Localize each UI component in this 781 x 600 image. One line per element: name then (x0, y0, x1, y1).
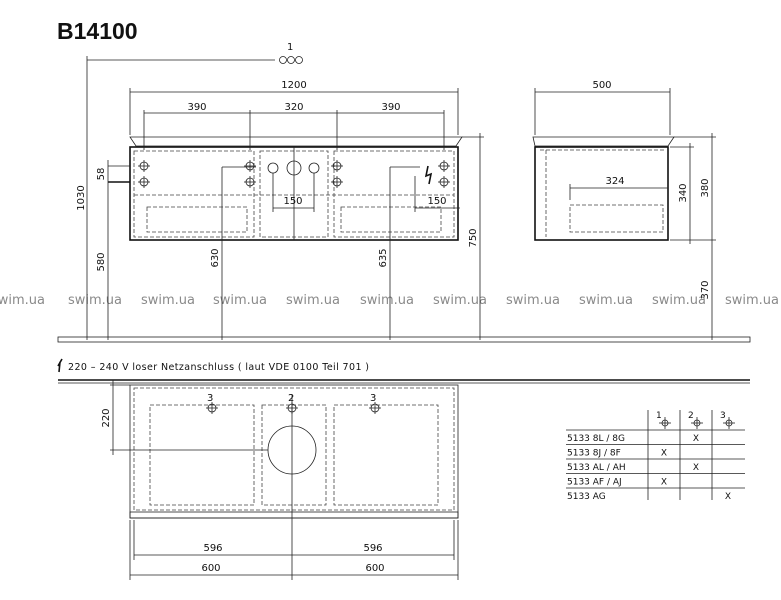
svg-text:58: 58 (96, 168, 107, 181)
table-column-header: 1 (656, 411, 662, 421)
svg-text:390: 390 (187, 102, 206, 113)
svg-text:3: 3 (370, 393, 376, 404)
watermark-text: swim.ua (286, 293, 340, 308)
svg-text:600: 600 (365, 563, 384, 574)
svg-text:320: 320 (284, 102, 303, 113)
table-row-code: 5133 AF / AJ (567, 478, 622, 488)
svg-text:580: 580 (96, 252, 107, 271)
watermark-text: swim.ua (141, 293, 195, 308)
svg-text:1200: 1200 (281, 80, 306, 91)
svg-text:2: 2 (288, 393, 294, 404)
watermark-text: swim.ua (579, 293, 633, 308)
svg-text:596: 596 (363, 543, 382, 554)
front-view: 1 1200 390 320 390 1030 58 (76, 42, 484, 340)
svg-text:220: 220 (101, 408, 112, 427)
tap-hole-left (267, 162, 279, 174)
table-row-mark: X (661, 478, 667, 488)
table-row-mark: X (693, 434, 699, 444)
svg-text:380: 380 (700, 178, 711, 197)
watermark-text: swim.ua (360, 293, 414, 308)
watermark-text: swim.ua (652, 293, 706, 308)
table-row-code: 5133 8L / 8G (567, 434, 625, 444)
svg-text:750: 750 (468, 228, 479, 247)
svg-text:370: 370 (700, 280, 711, 299)
connection-symbol-icon (691, 417, 703, 429)
lightning-icon (424, 165, 433, 185)
table-row-mark: X (693, 463, 699, 473)
svg-text:1030: 1030 (76, 185, 87, 210)
svg-text:3: 3 (207, 393, 213, 404)
side-view: 500 324 340 380 370 (532, 80, 716, 340)
watermarks: swim.ua swim.ua swim.ua swim.ua swim.ua swim.… (0, 293, 779, 308)
floor-line (57, 336, 751, 343)
table-row-code: 5133 AG (567, 492, 606, 502)
tap-hole-right (308, 162, 320, 174)
lightning-icon (57, 358, 63, 373)
countertop (129, 136, 463, 147)
svg-text:390: 390 (381, 102, 400, 113)
table-column-header: 3 (720, 411, 726, 421)
svg-text:630: 630 (210, 248, 221, 267)
table-row-mark: X (661, 449, 667, 459)
connection-symbol-icon (279, 56, 303, 64)
drawing-title: B14100 (57, 18, 138, 44)
svg-text:600: 600 (201, 563, 220, 574)
svg-text:150: 150 (283, 196, 302, 207)
plan-view: 3 2 3 220 596 596 600 600 (58, 379, 750, 580)
connection-symbol-icon (723, 417, 735, 429)
connection-symbol-icon (659, 417, 671, 429)
svg-text:340: 340 (678, 183, 689, 202)
table-column-header: 2 (688, 411, 694, 421)
svg-text:635: 635 (378, 248, 389, 267)
svg-text:596: 596 (203, 543, 222, 554)
table-row-code: 5133 AL / AH (567, 463, 626, 473)
table-row-mark: X (725, 492, 731, 502)
svg-text:150: 150 (427, 196, 446, 207)
connection-number: 1 (287, 42, 293, 53)
tap-hole-center (286, 160, 302, 176)
watermark-text: swim.ua (725, 293, 779, 308)
electrical-note: 220 – 240 V loser Netzanschluss ( laut V… (68, 362, 369, 373)
model-table: 1 2 3 5133 8L / 8G X 5133 8J / 8F X 5133 AL / A… (566, 410, 745, 502)
watermark-text: swim.ua (68, 293, 122, 308)
watermark-text: swim.ua (433, 293, 487, 308)
svg-text:500: 500 (592, 80, 611, 91)
watermark-text: swim.ua (0, 293, 45, 308)
watermark-text: swim.ua (213, 293, 267, 308)
svg-text:324: 324 (605, 176, 624, 187)
table-row-code: 5133 8J / 8F (567, 449, 621, 459)
watermark-text: swim.ua (506, 293, 560, 308)
